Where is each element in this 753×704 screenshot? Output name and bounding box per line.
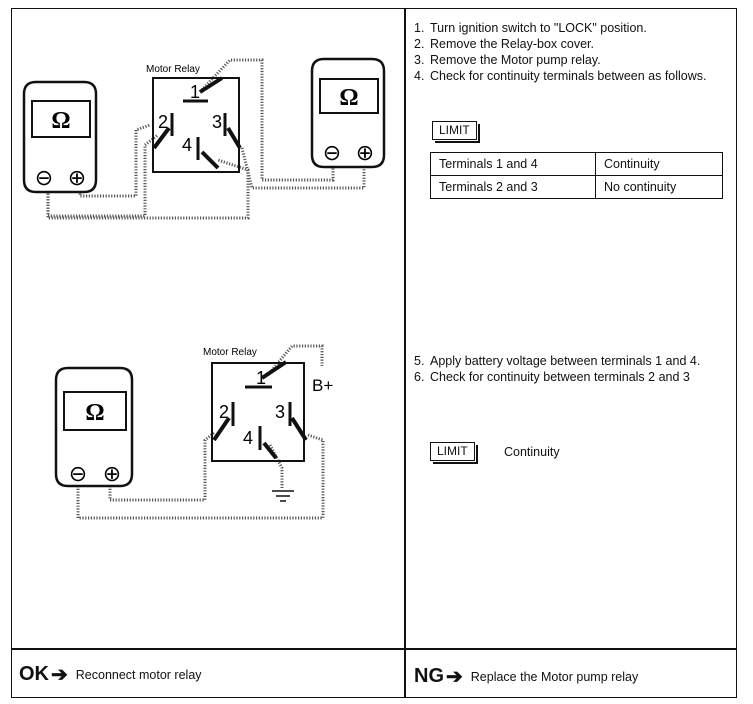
table-cell: Continuity [595, 152, 723, 176]
table-cell: No continuity [595, 175, 723, 199]
column-divider [404, 8, 406, 698]
terminal-4: 4 [182, 135, 192, 155]
minus-terminal-icon: ⊖ [69, 461, 87, 486]
ground-icon [272, 490, 294, 502]
page-frame [11, 8, 737, 698]
ohm-symbol: Ω [51, 108, 70, 134]
terminal-1: 1 [190, 82, 200, 102]
terminal-3: 3 [212, 112, 222, 132]
diagram1-meter-right: Ω ⊖ ⊕ [310, 57, 386, 169]
ng-label: NG [414, 665, 444, 687]
table-row: Terminals 2 and 3 No continuity [430, 175, 723, 199]
relay-label: Motor Relay [203, 347, 257, 358]
step-item: 5.Apply battery voltage between terminal… [414, 354, 701, 368]
step-item: 1.Turn ignition switch to "LOCK" positio… [414, 21, 647, 35]
limit-table: Terminals 1 and 4 Continuity Terminals 2… [430, 152, 723, 199]
plus-terminal-icon: ⊕ [103, 461, 121, 486]
step-item: 6.Check for continuity between terminals… [414, 370, 690, 384]
minus-terminal-icon: ⊖ [35, 165, 53, 190]
arrow-right-icon: ➔ [51, 664, 68, 686]
steps-top: 1.Turn ignition switch to "LOCK" positio… [414, 20, 720, 84]
diagram1-meter-left: Ω ⊖ ⊕ [22, 80, 98, 194]
diagram1-relay: Motor Relay 1 2 3 4 [146, 64, 242, 173]
relay-label: Motor Relay [146, 64, 200, 75]
limit-badge: LIMIT [430, 442, 478, 464]
table-row: Terminals 1 and 4 Continuity [430, 152, 723, 176]
limit-value: Continuity [504, 445, 560, 459]
diagram2-meter: Ω ⊖ ⊕ [54, 366, 134, 488]
ok-result: OK ➔ Reconnect motor relay [19, 662, 202, 687]
ok-action: Reconnect motor relay [75, 667, 202, 682]
ohm-symbol: Ω [339, 85, 358, 111]
terminal-2: 2 [158, 112, 168, 132]
plus-terminal-icon: ⊕ [356, 140, 374, 165]
diagram2-relay: Motor Relay 1 2 3 4 B+ [203, 347, 333, 462]
ohm-symbol: Ω [85, 400, 104, 426]
ok-label: OK [19, 663, 49, 685]
ng-action: Replace the Motor pump relay [470, 669, 639, 684]
table-cell: Terminals 2 and 3 [430, 175, 596, 199]
terminal-3: 3 [275, 402, 285, 422]
terminal-4: 4 [243, 428, 253, 448]
ng-result: NG ➔ Replace the Motor pump relay [414, 664, 638, 689]
step-item: 4.Check for continuity terminals between… [414, 69, 707, 83]
footer-divider [11, 648, 737, 650]
steps-bottom: 5.Apply battery voltage between terminal… [414, 353, 700, 385]
plus-terminal-icon: ⊕ [68, 165, 86, 190]
battery-positive-label: B+ [312, 376, 333, 395]
minus-terminal-icon: ⊖ [323, 140, 341, 165]
limit-badge: LIMIT [432, 121, 480, 143]
step-item: 3.Remove the Motor pump relay. [414, 53, 601, 67]
table-cell: Terminals 1 and 4 [430, 152, 596, 176]
terminal-1: 1 [256, 368, 266, 388]
arrow-right-icon: ➔ [446, 666, 463, 688]
terminal-2: 2 [219, 402, 229, 422]
step-item: 2.Remove the Relay-box cover. [414, 37, 594, 51]
